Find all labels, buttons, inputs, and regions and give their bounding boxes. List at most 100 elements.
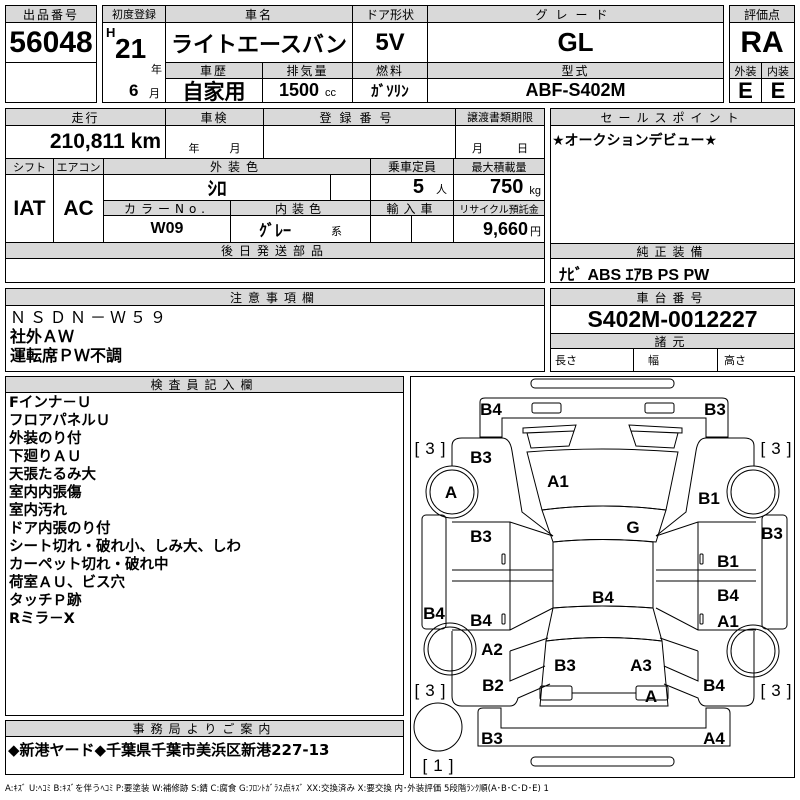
office-text: ◆新港ヤード◆千葉県千葉市美浜区新港227-13	[8, 741, 330, 759]
panel-count: [3]	[760, 681, 798, 700]
damage-mark: A4	[703, 729, 725, 748]
shift: IAT	[6, 175, 54, 243]
damage-mark: B3	[761, 524, 783, 543]
inspector-item: 室内内張傷	[9, 485, 82, 501]
inspector-item: フロアパネルＵ	[9, 413, 111, 429]
model-label: 型式	[428, 63, 723, 79]
displacement-unit: cc	[325, 87, 337, 99]
interior-grade: E	[770, 79, 786, 102]
displacement-value: 1500	[278, 80, 320, 100]
recycle-value: 9,660	[482, 218, 528, 239]
chassis-number: S402M-0012227	[551, 306, 794, 334]
exterior-grade: E	[730, 79, 762, 102]
reg-month: 6	[129, 81, 139, 100]
lot-box: 出品番号 56048	[5, 5, 97, 103]
damage-mark: A2	[481, 640, 503, 659]
damage-mark: G	[626, 518, 640, 537]
max-load: 750 kg	[454, 175, 544, 201]
displacement-label: 排気量	[263, 63, 353, 79]
int-color-value: ｸﾞﾚｰ	[258, 223, 291, 240]
note-line: 社外ＡＷ	[10, 327, 75, 346]
inspector-item: Fインナ－Ｕ	[9, 395, 92, 411]
mileage-value: 210,811	[49, 130, 125, 153]
later-parts-label: 後日発送部品	[6, 243, 544, 259]
panel-count: [3]	[760, 439, 798, 458]
height-label: 高さ	[724, 354, 746, 367]
capacity-unit: 人	[436, 184, 447, 196]
damage-mark: B4	[470, 611, 492, 630]
damage-mark: A1	[717, 612, 739, 631]
door-type: 5V	[353, 23, 428, 63]
damage-mark: A3	[630, 656, 652, 675]
ac-label: エアコン	[54, 159, 104, 175]
office-label: 事務局よりご案内	[6, 721, 403, 737]
import-cell-1	[371, 216, 412, 243]
lot-number: 56048	[6, 23, 96, 63]
damage-mark: B4	[423, 604, 445, 623]
reg-no-label: 登録番号	[264, 109, 456, 126]
ext-color: ｼﾛ	[104, 175, 331, 201]
damage-mark: B3	[704, 400, 726, 419]
panel-count: [3]	[414, 681, 452, 700]
damage-mark: B3	[470, 527, 492, 546]
spec-label: 諸元	[551, 334, 794, 349]
inspector-box: 検査員記入欄 Fインナ－Ｕ フロアパネルＵ 外装のり付 下廻りＡＵ 天張たるみ大…	[5, 376, 404, 716]
lot-label: 出品番号	[6, 6, 96, 23]
capacity-label: 乗車定員	[371, 159, 454, 175]
damage-mark: A	[444, 483, 458, 502]
inspector-item: ドア内張のり付	[9, 521, 111, 537]
inspection-date: 年月	[166, 126, 264, 159]
inspector-item: Rミラ－X	[9, 611, 75, 627]
length-label: 長さ	[551, 349, 634, 371]
inspector-items: Fインナ－Ｕ フロアパネルＵ 外装のり付 下廻りＡＵ 天張たるみ大 室内内張傷 …	[9, 394, 241, 628]
fuel-label: 燃料	[353, 63, 428, 79]
reg-no	[264, 126, 456, 159]
damage-mark: B4	[592, 588, 614, 607]
damage-mark: B4	[717, 586, 739, 605]
max-load-value: 750	[490, 176, 524, 198]
door-label: ドア形状	[353, 6, 428, 23]
equipment-label: 純正装備	[551, 243, 794, 259]
width-label: 幅	[634, 349, 718, 371]
transfer-label: 譲渡書類期限	[456, 109, 544, 126]
damage-mark: B3	[481, 729, 503, 748]
month-unit: 月	[149, 87, 160, 100]
damage-mark: A	[644, 687, 658, 706]
year-unit: 年	[151, 63, 162, 76]
legend: A:ｷｽﾞ U:ﾍｺﾐ B:ｷｽﾞを伴うﾍｺﾐ P:要塗装 W:補修跡 S:錆 …	[5, 784, 549, 794]
damage-mark: B4	[703, 676, 725, 695]
ext-color-label: 外装色	[104, 159, 371, 175]
transfer-date: 月日	[456, 126, 544, 159]
fuel: ｶﾞｿﾘﾝ	[353, 79, 428, 102]
car-outline	[413, 378, 787, 766]
max-load-unit: kg	[529, 185, 541, 197]
first-reg-label: 初度登録	[103, 6, 166, 23]
history: 自家用	[166, 79, 263, 102]
color-no: W09	[104, 216, 231, 243]
air-conditioner: AC	[54, 175, 104, 243]
chassis-box: 車台番号 S402M-0012227 諸元 長さ 幅 高さ	[550, 288, 795, 372]
notes-box: 注意事項欄 ＮＳＤＮ－Ｗ５９ 社外ＡＷ 運転席ＰＷ不調	[5, 288, 545, 372]
score: RA	[730, 23, 794, 63]
inspector-item: 下廻りＡＵ	[9, 449, 82, 465]
damage-mark: B3	[470, 448, 492, 467]
notes-list: ＮＳＤＮ－Ｗ５９ 社外ＡＷ 運転席ＰＷ不調	[10, 308, 170, 365]
inspector-label: 検査員記入欄	[6, 377, 403, 393]
damage-mark: B1	[717, 552, 739, 571]
note-line: ＮＳＤＮ－Ｗ５９	[10, 308, 171, 327]
displacement: 1500 cc	[263, 79, 353, 102]
damage-diagram: B4 B3 [3] [3] B3 A1 A B1 G B3 B3 B1 B4 B…	[410, 376, 795, 778]
notes-label: 注意事項欄	[6, 289, 544, 306]
recycle-unit: 円	[530, 226, 541, 238]
sales-box: セールスポイント ★オークションデビュー★ 純正装備 ﾅﾋﾞ ABS ｴｱB P…	[550, 108, 795, 284]
model-code: ABF-S402M	[525, 80, 626, 100]
inspector-item: 外装のり付	[9, 431, 82, 447]
import-label: 輸入車	[371, 201, 454, 216]
sales-label: セールスポイント	[551, 109, 794, 126]
equipment: ﾅﾋﾞ ABS ｴｱB PS PW	[559, 267, 710, 284]
chassis-label: 車台番号	[551, 289, 794, 306]
transfer-month-unit: 月	[472, 142, 483, 155]
